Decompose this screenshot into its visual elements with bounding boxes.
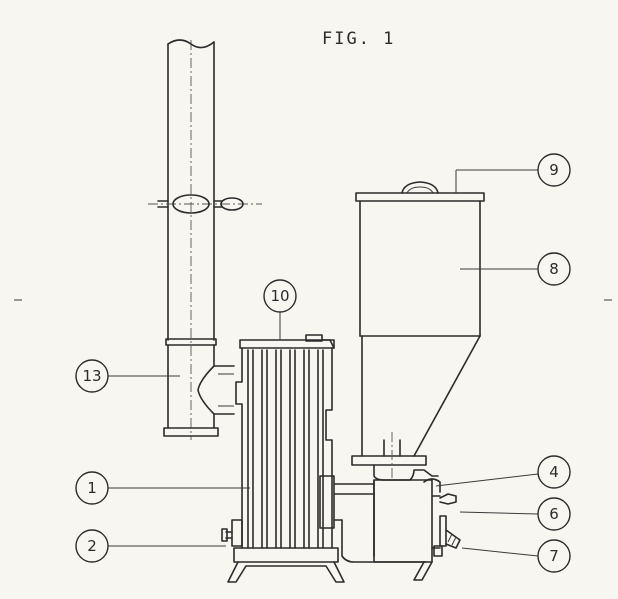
callout-label-10: 10 — [270, 287, 289, 305]
callout-6: 6 — [537, 497, 571, 531]
callout-10: 10 — [263, 279, 297, 313]
callout-13: 13 — [75, 359, 109, 393]
callout-label-2: 2 — [87, 537, 97, 555]
callout-9: 9 — [537, 153, 571, 187]
chimney-pipe — [148, 39, 262, 440]
damper-handle — [148, 194, 262, 214]
pellet-hopper — [351, 181, 485, 478]
callout-1: 1 — [75, 471, 109, 505]
callout-4: 4 — [537, 455, 571, 489]
callout-label-9: 9 — [549, 161, 559, 179]
callout-label-4: 4 — [549, 463, 559, 481]
callout-label-6: 6 — [549, 505, 559, 523]
callout-2: 2 — [75, 529, 109, 563]
callout-8: 8 — [537, 252, 571, 286]
callout-label-13: 13 — [82, 367, 101, 385]
callout-7: 7 — [537, 539, 571, 573]
figure-title: FIG. 1 — [322, 29, 395, 49]
stove-body — [221, 334, 345, 583]
callout-label-1: 1 — [87, 479, 97, 497]
callout-label-8: 8 — [549, 260, 559, 278]
leader-lines — [108, 169, 539, 557]
burner-unit — [333, 464, 461, 581]
callout-label-7: 7 — [549, 547, 559, 565]
